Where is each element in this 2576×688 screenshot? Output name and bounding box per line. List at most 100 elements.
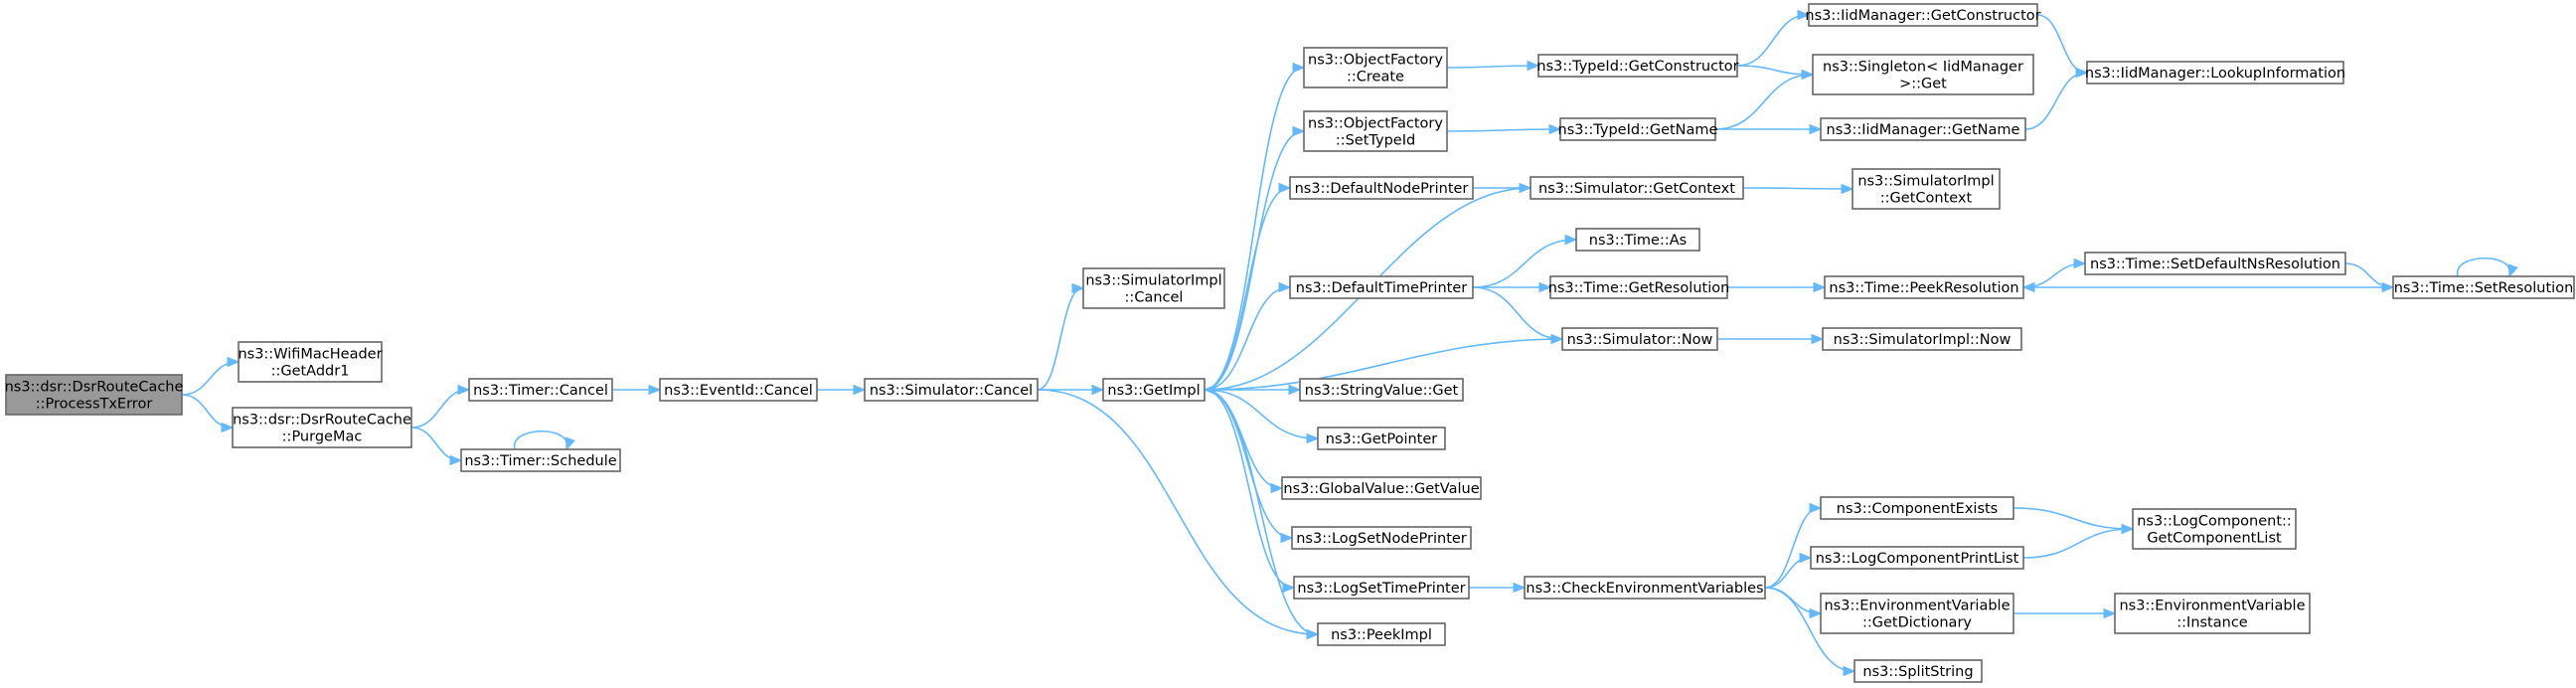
node-root[interactable]: ns3::dsr::DsrRouteCache::ProcessTxError (5, 374, 184, 416)
node-label: ns3::IidManager::LookupInformation (2085, 66, 2345, 82)
edge-line (1204, 389, 1318, 439)
node-stringvalue-get[interactable]: ns3::StringValue::Get (1299, 378, 1464, 402)
node-iid-lookupinformation[interactable]: ns3::IidManager::LookupInformation (2085, 61, 2345, 85)
node-box (1293, 576, 1470, 600)
edge-line (2012, 507, 2133, 530)
node-box (1853, 659, 1983, 683)
edge-line (1204, 286, 1290, 391)
edge-line (2022, 528, 2133, 559)
node-of-create[interactable]: ns3::ObjectFactory::Create (1303, 47, 1448, 88)
node-box (2086, 61, 2344, 85)
edge-iid-getconstructor-to-iid-lookupinformation (2036, 14, 2089, 79)
node-iid-getname[interactable]: ns3::IidManager::GetName (1820, 117, 2026, 141)
node-componentexists[interactable]: ns3::ComponentExists (1820, 496, 2014, 520)
edge-line (1736, 14, 1809, 67)
edge-arrowhead (2021, 281, 2035, 293)
node-label: ns3::GetImpl (1107, 383, 1200, 399)
node-box (232, 407, 412, 448)
node-label: ns3::Time::As (1589, 233, 1687, 249)
node-sim-getcontext[interactable]: ns3::Simulator::GetContext (1530, 176, 1744, 200)
node-label: ns3::SimulatorImpl (1857, 174, 1994, 190)
edge-arrowhead (1071, 282, 1085, 294)
edge-arrowhead (1841, 183, 1854, 195)
node-of-settypeid[interactable]: ns3::ObjectFactory::SetTypeId (1303, 110, 1448, 152)
node-timer-cancel[interactable]: ns3::Timer::Cancel (468, 378, 613, 402)
edge-arrowhead (1809, 123, 1823, 135)
node-eventid-cancel[interactable]: ns3::EventId::Cancel (659, 378, 818, 402)
node-globalvalue-getvalue[interactable]: ns3::GlobalValue::GetValue (1281, 476, 1482, 500)
edge-arrowhead (1306, 628, 1320, 640)
node-label: ns3::Time::SetResolution (2394, 280, 2574, 296)
node-time-getresolution[interactable]: ns3::Time::GetResolution (1548, 275, 1730, 299)
node-getpointer[interactable]: ns3::GetPointer (1317, 427, 1446, 450)
edge-arrowhead (1282, 582, 1296, 594)
node-logcomponentprintlist[interactable]: ns3::LogComponentPrintList (1810, 546, 2024, 570)
node-typeid-getconstructor[interactable]: ns3::TypeId::GetConstructor (1536, 54, 1739, 78)
node-box (1524, 576, 1766, 600)
edge-line (1037, 389, 1318, 635)
node-getimpl[interactable]: ns3::GetImpl (1102, 378, 1206, 402)
edge-arrowhead (565, 436, 575, 451)
node-label: >::Get (1899, 77, 1947, 92)
edge-line (1736, 65, 1813, 76)
node-box (1281, 476, 1482, 500)
node-sim-cancel[interactable]: ns3::Simulator::Cancel (864, 378, 1039, 402)
node-checkenvvars[interactable]: ns3::CheckEnvironmentVariables (1524, 576, 1766, 600)
edge-line (2457, 258, 2510, 277)
node-sim-now[interactable]: ns3::Simulator::Now (1561, 327, 1718, 351)
node-splitstring[interactable]: ns3::SplitString (1853, 659, 1983, 683)
node-box (1559, 117, 1716, 141)
edge-arrowhead (1292, 62, 1306, 74)
node-simimpl-cancel[interactable]: ns3::SimulatorImpl::Cancel (1082, 267, 1225, 309)
node-box (1289, 176, 1474, 200)
node-label: ::GetAddr1 (271, 364, 350, 380)
call-graph-nodes: ns3::dsr::DsrRouteCache::ProcessTxErrorn… (5, 3, 2575, 683)
edge-getimpl-to-getpointer (1204, 389, 1320, 444)
node-box (1810, 546, 2024, 570)
edge-arrowhead (1278, 281, 1292, 293)
node-purgemac[interactable]: ns3::dsr::DsrRouteCache::PurgeMac (232, 407, 412, 448)
edge-arrowhead (449, 454, 463, 466)
node-box (1808, 3, 2038, 27)
edge-deftimeprinter-to-time-as (1472, 234, 1578, 288)
node-box (1820, 593, 2014, 634)
node-wifi-getaddr1[interactable]: ns3::WifiMacHeader::GetAddr1 (238, 341, 383, 383)
node-time-peekresolution[interactable]: ns3::Time::PeekResolution (1824, 275, 2024, 299)
node-singleton-get[interactable]: ns3::Singleton< IidManager >::Get (1812, 54, 2034, 95)
node-label: ns3::SimulatorImpl::Now (1834, 332, 2012, 348)
node-label: ns3::Time::SetDefaultNsResolution (2090, 257, 2340, 272)
node-defnodeprinter[interactable]: ns3::DefaultNodePrinter (1289, 176, 1474, 200)
node-label: ns3::GetPointer (1326, 431, 1438, 447)
node-label: ::Cancel (1125, 290, 1184, 306)
node-time-as[interactable]: ns3::Time::As (1575, 228, 1700, 252)
node-label: ns3::ComponentExists (1837, 501, 1999, 517)
node-box (1102, 378, 1206, 402)
edge-line (410, 427, 461, 461)
node-iid-getconstructor[interactable]: ns3::IidManager::GetConstructor (1805, 3, 2041, 27)
node-label: ns3::TypeId::GetName (1558, 122, 1718, 138)
edge-typeid-getname-to-iid-getname (1715, 123, 1823, 135)
edge-timer-schedule-to-timer-schedule (514, 430, 575, 451)
node-logsettimeprinter[interactable]: ns3::LogSetTimePrinter (1293, 576, 1470, 600)
node-box (1303, 110, 1448, 152)
edge-arrowhead (2075, 67, 2089, 79)
node-logsetnodeprinter[interactable]: ns3::LogSetNodePrinter (1291, 526, 1472, 550)
node-peekimpl[interactable]: ns3::PeekImpl (1317, 622, 1446, 646)
node-time-setresolution[interactable]: ns3::Time::SetResolution (2392, 275, 2575, 299)
node-typeid-getname[interactable]: ns3::TypeId::GetName (1558, 117, 1718, 141)
edge-logcomponentprintlist-to-logcomponent-getcomponentlist (2022, 523, 2135, 559)
node-deftimeprinter[interactable]: ns3::DefaultTimePrinter (1289, 275, 1474, 299)
node-timer-schedule[interactable]: ns3::Timer::Schedule (460, 448, 621, 472)
node-simimpl-now[interactable]: ns3::SimulatorImpl::Now (1822, 327, 2022, 351)
edge-arrowhead (648, 384, 662, 396)
node-envvar-instance[interactable]: ns3::EnvironmentVariable::Instance (2114, 593, 2311, 634)
node-simimpl-getcontext[interactable]: ns3::SimulatorImpl::GetContext (1852, 168, 2001, 210)
node-box (1537, 54, 1738, 78)
edge-arrowhead (1843, 665, 1856, 677)
node-box (2084, 252, 2346, 275)
node-envvar-getdictionary[interactable]: ns3::EnvironmentVariable::GetDictionary (1820, 593, 2014, 634)
node-logcomponent-getcomponentlist[interactable]: ns3::LogComponent::GetComponentList (2132, 508, 2297, 550)
node-time-setdefaultnsresolution[interactable]: ns3::Time::SetDefaultNsResolution (2084, 252, 2346, 275)
node-label: ::PurgeMac (282, 430, 363, 445)
edge-logsettimeprinter-to-checkenvvars (1469, 582, 1527, 594)
